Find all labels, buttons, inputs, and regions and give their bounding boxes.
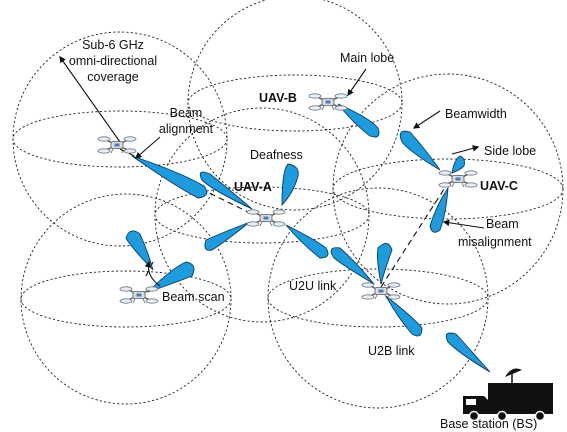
base-station [463, 368, 553, 422]
coverage-equator-bottom-right [267, 268, 489, 328]
arrow-main-lobe [347, 68, 367, 97]
label-beam-misalignment-line2: misalignment [458, 235, 532, 249]
beam-c-to-b [399, 130, 441, 171]
beam-a-to-top-left [199, 171, 253, 210]
beam-a-deafness [281, 163, 299, 207]
arrow-beamwidth [412, 110, 441, 129]
beam-scan-right [147, 261, 195, 293]
label-sub6-line1: Sub-6 GHz [82, 38, 144, 52]
beam-u2b-down [385, 295, 423, 337]
dashed-link-bottom-right-to-c [380, 182, 449, 288]
label-beamwidth: Beamwidth [445, 107, 507, 121]
label-uav-b: UAV-B [259, 91, 297, 105]
arrow-beam-alignment [135, 136, 161, 159]
beam-a-to-bottom-left [204, 221, 251, 251]
coverage-equator-center [154, 186, 370, 244]
beam-c-misaligned [429, 186, 449, 233]
label-side-lobe: Side lobe [484, 144, 536, 158]
annotation-arrows [59, 55, 485, 287]
coverage-sphere-bottom-right [267, 187, 489, 409]
label-deafness: Deafness [250, 148, 303, 162]
beam-top-left-to-a [131, 155, 208, 199]
label-sub6-line3: coverage [87, 70, 138, 84]
dashed-link-beam-scan [145, 261, 154, 277]
arrow-beam-scan [144, 260, 161, 287]
drone-icon [308, 93, 348, 111]
drone-icon [97, 136, 137, 154]
arrow-coverage [59, 55, 121, 143]
labels: Sub-6 GHz omni-directional coverage Beam… [69, 38, 537, 431]
coverage-equator-bottom-left [20, 270, 232, 328]
label-u2u-link: U2U link [289, 279, 337, 293]
beam-u2u-to-a [330, 247, 375, 285]
beam-scan-up [125, 230, 154, 271]
label-beam-scan: Beam scan [162, 290, 225, 304]
label-beam-alignment-line1: Beam [170, 106, 203, 120]
beam-bottom-right-up [376, 243, 393, 285]
label-uav-c: UAV-C [480, 179, 518, 193]
beam-b-main [337, 103, 380, 138]
satellite-dish-icon [505, 368, 522, 383]
drone-icon [438, 170, 478, 188]
coverage-equator-top-middle [187, 74, 403, 132]
drone-icon [246, 209, 286, 227]
drone-icon [361, 282, 401, 300]
coverage-equator-top-left [12, 110, 228, 168]
label-uav-a: UAV-A [234, 180, 272, 194]
coverage-equator-right [332, 158, 564, 220]
arrow-side-lobe [451, 145, 480, 155]
beam-bs-up [445, 332, 491, 373]
label-beam-misalignment-line1: Beam [486, 217, 519, 231]
label-main-lobe: Main lobe [340, 51, 394, 65]
beam-a-to-u2u [285, 224, 329, 259]
label-base-station: Base station (BS) [440, 417, 537, 431]
label-beam-alignment-line2: alignment [159, 122, 214, 136]
coverage-spheres [12, 0, 564, 409]
drone-icon [119, 286, 159, 304]
label-u2b-link: U2B link [368, 344, 415, 358]
beam-c-side-lobe [451, 155, 465, 174]
beams [125, 103, 491, 373]
truck-icon [463, 383, 553, 422]
arrow-beam-misalignment [442, 219, 485, 229]
label-sub6-line2: omni-directional [69, 54, 157, 68]
